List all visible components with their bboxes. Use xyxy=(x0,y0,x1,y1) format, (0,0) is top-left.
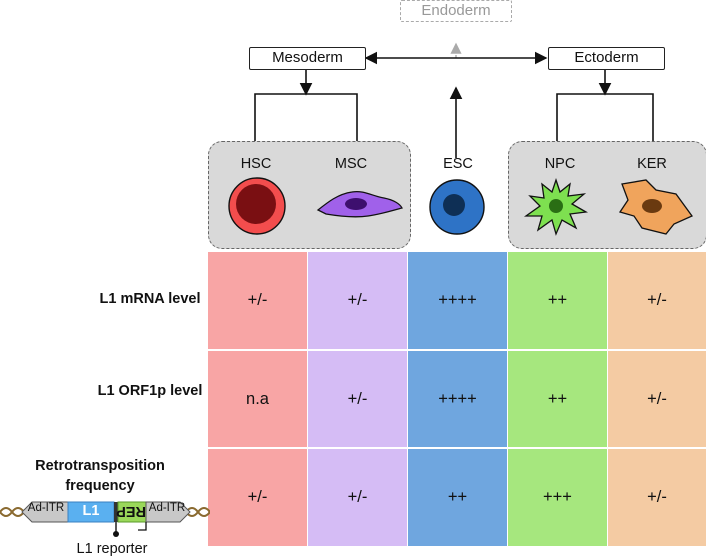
l1-reporter-caption: L1 reporter xyxy=(76,541,148,557)
ker-orf1p-cell: +/- xyxy=(647,390,667,408)
ker-mrna-cell: +/- xyxy=(647,291,667,309)
npc-retro-cell: +++ xyxy=(543,488,572,506)
cell-label-ker: KER xyxy=(637,156,667,172)
hsc-orf1p-cell: n.a xyxy=(246,390,269,408)
ker-cell-icon xyxy=(618,179,693,235)
esc-cell-icon xyxy=(429,179,485,235)
l1-block-label: L1 xyxy=(82,503,100,519)
msc-cell-icon xyxy=(316,190,403,218)
npc-orf1p-cell: ++ xyxy=(547,390,568,408)
ectoderm-box: Ectoderm xyxy=(548,47,665,70)
mesoderm-label: Mesoderm xyxy=(272,49,343,66)
msc-mrna-cell: +/- xyxy=(347,291,368,309)
row-divider xyxy=(208,349,706,351)
l1-reporter-construct xyxy=(0,501,210,537)
endoderm-label: Endoderm xyxy=(421,2,491,19)
cell-label-hsc: HSC xyxy=(240,156,272,172)
npc-cell-icon xyxy=(523,177,589,236)
row-label-orf1p: L1 ORF1p level xyxy=(97,383,203,399)
dna-right-icon xyxy=(185,507,210,517)
itr-right-label: Ad-ITR xyxy=(148,502,186,514)
esc-mrna-cell: ++++ xyxy=(438,291,477,309)
ker-retro-cell: +/- xyxy=(647,488,667,506)
row-label-mrna: L1 mRNA level xyxy=(99,291,201,307)
cell-label-npc: NPC xyxy=(544,156,576,172)
esc-orf1p-cell: ++++ xyxy=(438,390,477,408)
ker-column: +/- +/- +/- xyxy=(608,252,706,546)
itr-left-label: Ad-ITR xyxy=(27,502,65,514)
npc-column: ++ ++ +++ xyxy=(508,252,607,546)
ectoderm-label: Ectoderm xyxy=(574,49,639,66)
msc-column: +/- +/- +/- xyxy=(308,252,407,546)
cell-label-esc: ESC xyxy=(443,156,473,172)
hsc-retro-cell: +/- xyxy=(247,488,268,506)
hsc-cell-icon xyxy=(228,177,286,235)
endoderm-box: Endoderm xyxy=(400,0,512,22)
mesoderm-bracket xyxy=(254,93,358,148)
msc-retro-cell: +/- xyxy=(347,488,368,506)
msc-orf1p-cell: +/- xyxy=(347,390,368,408)
esc-column: ++++ ++++ ++ xyxy=(408,252,507,546)
esc-retro-cell: ++ xyxy=(447,488,468,506)
row-label-retro: Retrotransposition frequency xyxy=(35,458,165,494)
dna-left-icon xyxy=(0,507,25,517)
row-divider xyxy=(208,447,706,449)
mesoderm-box: Mesoderm xyxy=(249,47,366,70)
hsc-column: +/- n.a +/- xyxy=(208,252,307,546)
ectoderm-bracket xyxy=(556,93,654,148)
rep-block-label: REP xyxy=(116,503,146,519)
hsc-mrna-cell: +/- xyxy=(247,291,268,309)
cell-label-msc: MSC xyxy=(334,156,368,172)
npc-mrna-cell: ++ xyxy=(547,291,568,309)
